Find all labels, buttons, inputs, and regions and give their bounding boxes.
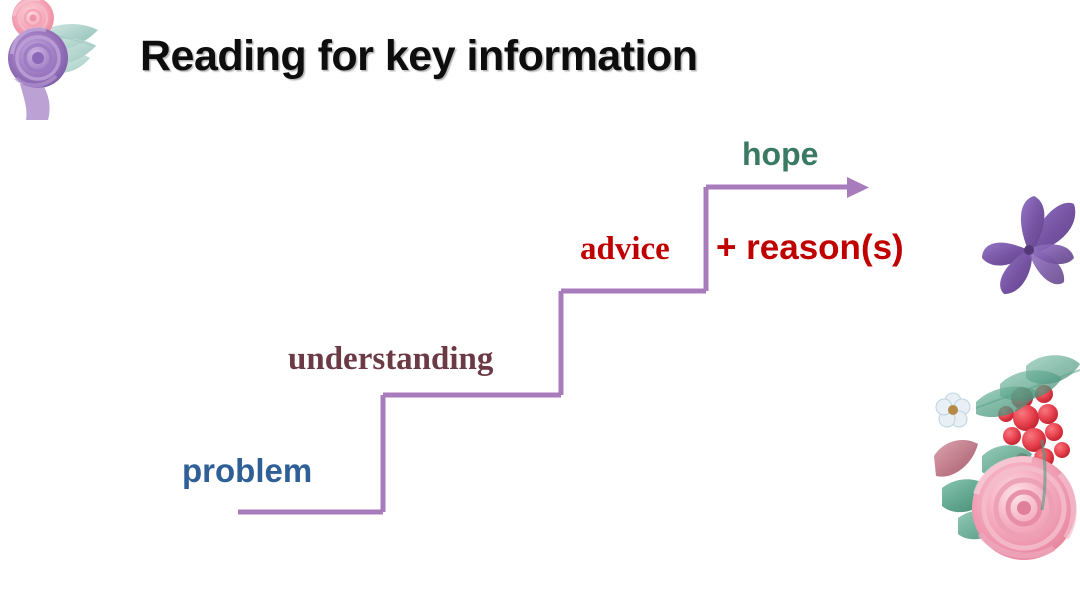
page-title: Reading for key information [140,32,698,80]
step-label-reason: + reason(s) [716,228,904,267]
step-label-understanding: understanding [288,341,494,377]
step-label-advice: advice [580,231,670,267]
step-label-problem: problem [182,452,313,489]
arrow-head-icon [847,177,869,198]
step-label-hope: hope [742,136,819,172]
